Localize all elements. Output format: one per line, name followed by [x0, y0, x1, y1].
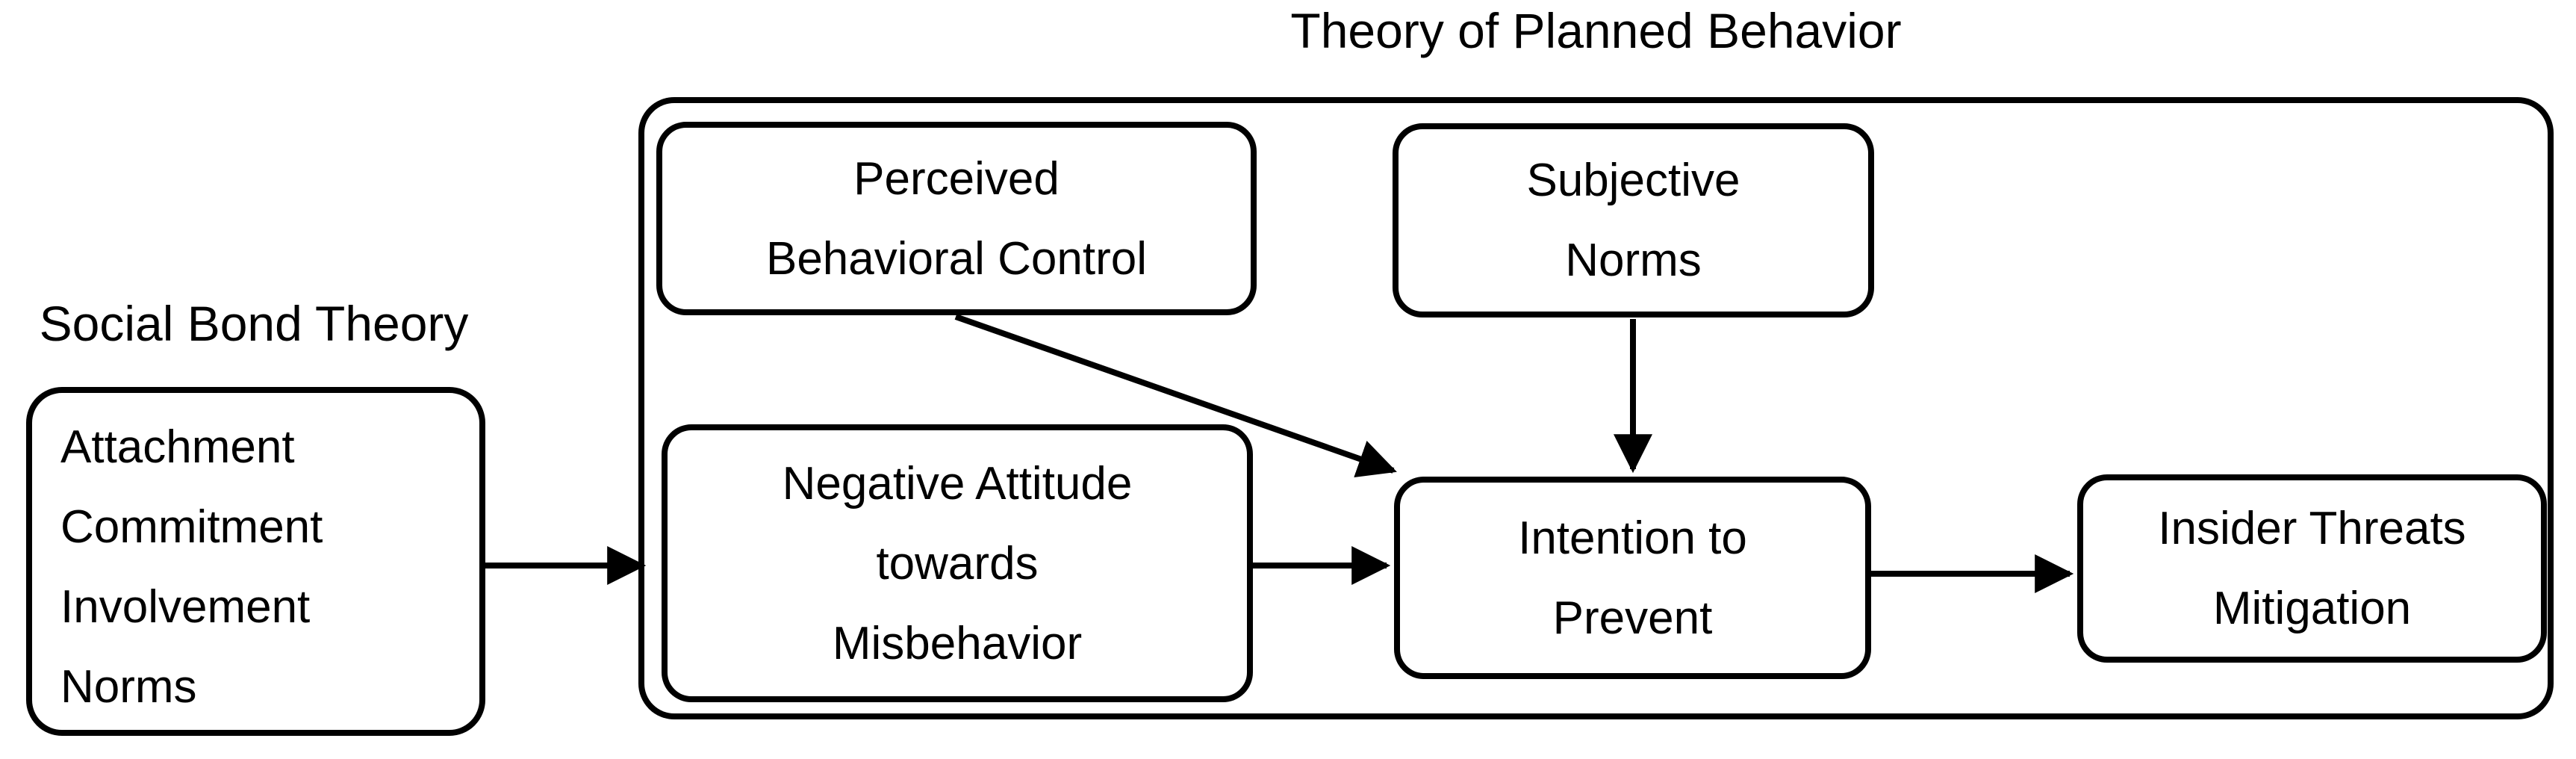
sbt-title: Social Bond Theory: [39, 296, 469, 351]
negative-attitude-line: Misbehavior: [832, 617, 1083, 669]
social-bond-line: Involvement: [60, 580, 311, 633]
pbc-line: Perceived: [853, 152, 1060, 205]
pbc-line: Behavioral Control: [765, 232, 1148, 285]
social-bond-line: Norms: [60, 660, 197, 713]
box-insider-threats-mitigation: Insider Threats Mitigation: [2077, 474, 2547, 663]
tpb-container-frame: [638, 97, 2554, 719]
insider-threats-line: Insider Threats: [2158, 503, 2466, 554]
box-negative-attitude: Negative Attitude towards Misbehavior: [662, 424, 1253, 702]
social-bond-line: Attachment: [60, 421, 295, 473]
insider-threats-line: Mitigation: [2212, 583, 2412, 634]
negative-attitude-line: Negative Attitude: [782, 457, 1133, 509]
negative-attitude-line: towards: [876, 537, 1039, 589]
box-intention-to-prevent: Intention to Prevent: [1394, 477, 1871, 679]
social-bond-line: Commitment: [60, 501, 323, 553]
subjective-norms-line: Subjective: [1526, 155, 1740, 206]
intention-line: Intention to: [1518, 512, 1747, 564]
intention-line: Prevent: [1552, 592, 1713, 644]
tpb-title: Theory of Planned Behavior: [1290, 3, 1902, 58]
box-perceived-behavioral-control: Perceived Behavioral Control: [656, 122, 1257, 315]
box-social-bond-components: Attachment Commitment Involvement Norms: [26, 387, 485, 736]
box-subjective-norms: Subjective Norms: [1393, 123, 1874, 317]
subjective-norms-line: Norms: [1565, 235, 1702, 286]
